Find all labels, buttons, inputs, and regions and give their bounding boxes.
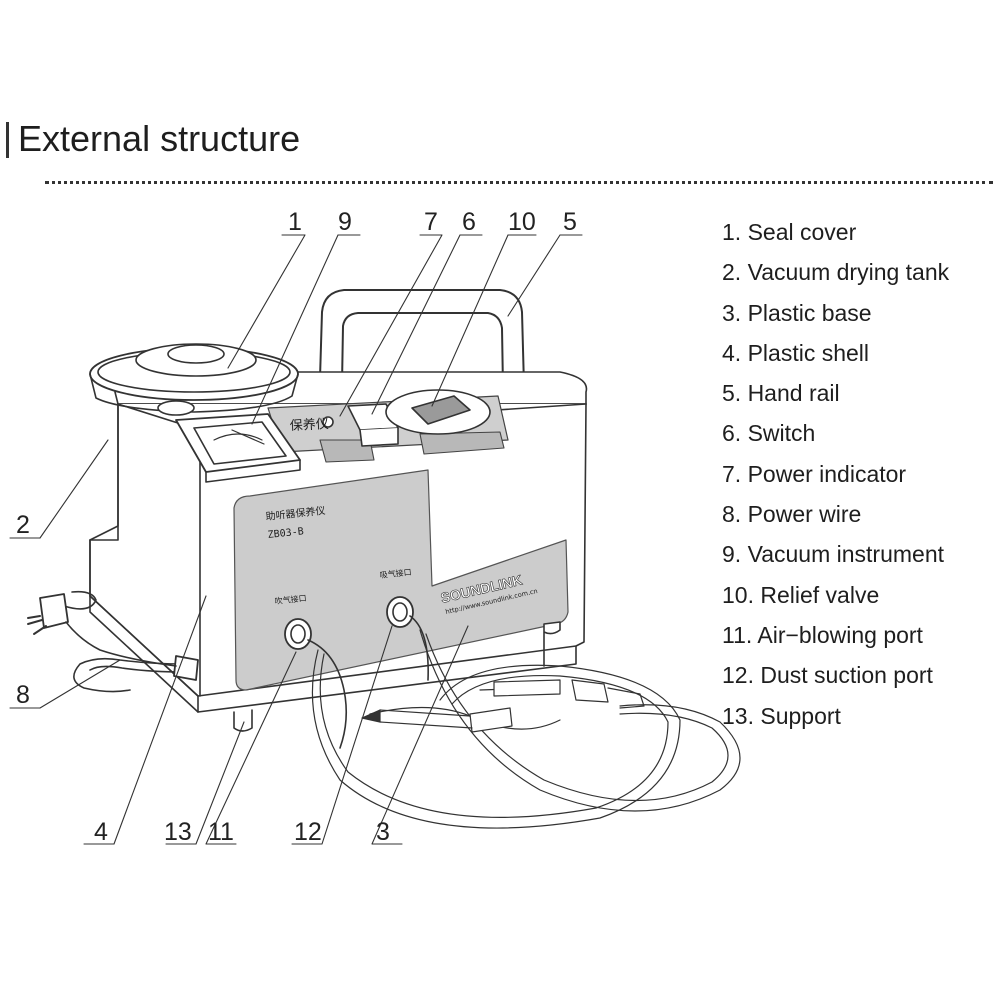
legend-item: 13. Support xyxy=(722,702,841,729)
legend-item: 7. Power indicator xyxy=(722,460,907,487)
callout-1: 1 xyxy=(288,208,302,236)
callout-4: 4 xyxy=(94,818,108,846)
power-plug xyxy=(39,593,69,629)
legend-item: 6. Switch xyxy=(722,420,816,447)
legend-item: 9. Vacuum instrument xyxy=(722,541,945,568)
callout-9: 9 xyxy=(338,208,352,236)
panel-label: 保养仪 xyxy=(289,416,329,434)
dust-suction-port xyxy=(386,596,429,681)
callout-5: 5 xyxy=(563,208,577,236)
air-hoses xyxy=(311,629,741,829)
callout-leaders xyxy=(9,234,583,845)
power-wire xyxy=(27,590,199,693)
callout-3: 3 xyxy=(376,818,390,846)
parts-legend: 1. Seal cover 2. Vacuum drying tank 3. Pla… xyxy=(722,212,949,736)
dotted-divider xyxy=(45,181,993,184)
vacuum-drying-tank xyxy=(89,343,299,416)
legend-item: 3. Plastic base xyxy=(722,299,872,326)
legend-item: 10. Relief valve xyxy=(722,581,880,608)
callout-6: 6 xyxy=(462,208,476,236)
front-panel xyxy=(233,469,569,691)
callout-12: 12 xyxy=(294,818,322,846)
support-feet xyxy=(233,621,561,732)
callout-11: 11 xyxy=(208,818,234,846)
model-label: ZB03-B xyxy=(267,526,304,541)
air-blowing-port xyxy=(284,618,348,749)
vacuum-instrument xyxy=(175,413,301,483)
left-port-label: 吹气接口 xyxy=(274,593,307,606)
legend-item: 11. Air−blowing port xyxy=(722,621,923,648)
callout-2: 2 xyxy=(16,511,30,539)
top-control-panel xyxy=(267,389,509,463)
callout-numbers: 1 9 7 6 10 5 2 8 4 13 11 12 3 xyxy=(16,208,577,846)
right-port-label: 吸气接口 xyxy=(379,567,412,580)
page-title: External structure xyxy=(18,118,301,159)
legend-item: 12. Dust suction port xyxy=(722,662,933,689)
hand-rail xyxy=(319,289,525,389)
legend-item: 8. Power wire xyxy=(722,501,862,528)
callout-8: 8 xyxy=(16,681,30,709)
callout-7: 7 xyxy=(424,208,438,236)
legend-item: 2. Vacuum drying tank xyxy=(722,259,950,286)
power-indicator-light xyxy=(322,416,334,428)
title-accent-bar xyxy=(6,122,9,158)
legend-item: 4. Plastic shell xyxy=(722,339,870,366)
callout-10: 10 xyxy=(508,208,536,236)
legend-item: 5. Hand rail xyxy=(722,380,840,407)
callout-13: 13 xyxy=(164,818,192,846)
legend-item: 1. Seal cover xyxy=(722,219,857,245)
